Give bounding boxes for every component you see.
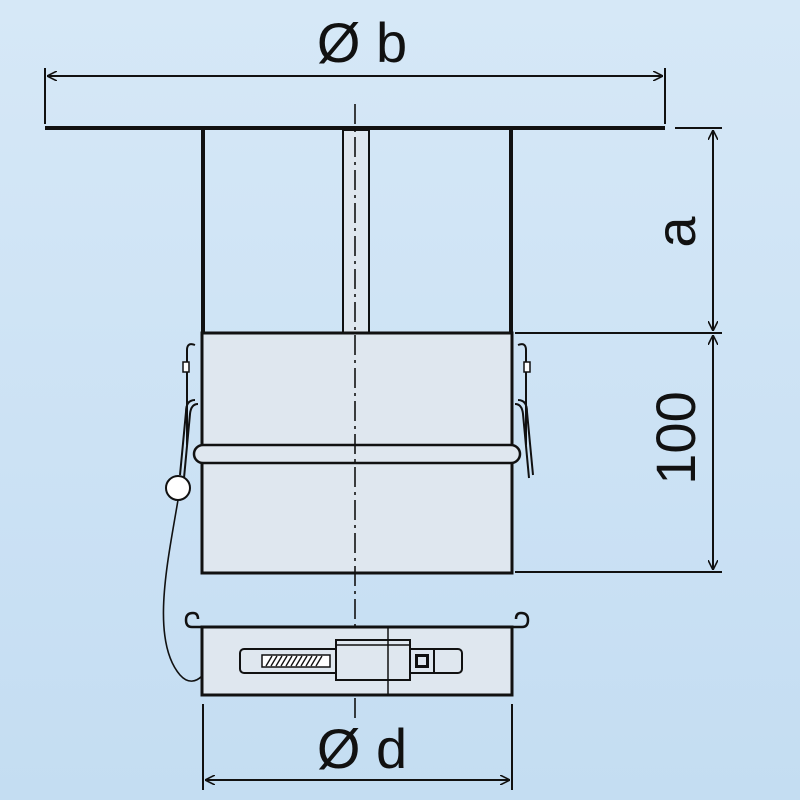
hose-clamp: [239, 627, 463, 695]
label-height-a: a: [644, 216, 707, 248]
upper-housing: [201, 130, 513, 333]
dimension-height-100: 100: [515, 335, 722, 573]
cord-ball: [165, 475, 191, 501]
dimension-height-a: a: [515, 127, 722, 334]
label-diameter-b: Ø b: [317, 11, 407, 74]
label-diameter-d: Ø d: [317, 717, 407, 780]
sleeve: [192, 331, 522, 575]
clamp-housing: [335, 639, 411, 681]
retaining-cord: [162, 475, 203, 682]
sleeve-band: [192, 443, 522, 465]
right-clip: [514, 343, 534, 479]
left-clip: [179, 343, 199, 479]
dimension-diameter-b: Ø b: [44, 11, 666, 124]
ring-hook-right: [512, 611, 530, 629]
ring-hook-left: [184, 611, 202, 629]
cap-plate: [45, 126, 665, 130]
center-rod: [342, 129, 370, 334]
dimension-diameter-d: Ø d: [202, 704, 513, 790]
label-height-100: 100: [644, 391, 707, 484]
clamp-slot-ticks: [265, 655, 323, 667]
